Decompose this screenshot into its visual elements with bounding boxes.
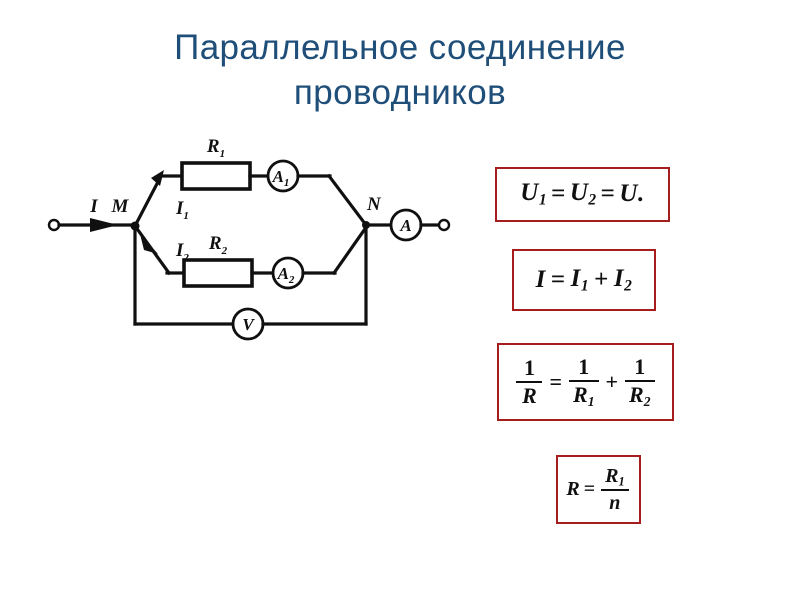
fraction-bar (625, 379, 655, 382)
i2-term: I2 (613, 264, 633, 295)
i1-term: I1 (570, 264, 590, 295)
equals-sign: = (550, 265, 566, 293)
fraction-bar (601, 489, 629, 492)
u1-subscript: 1 (538, 191, 548, 209)
denominator-r2: R2 (629, 381, 651, 409)
ammeter-a2-letter: A (277, 264, 289, 283)
voltmeter-label: V (242, 315, 255, 334)
u1-term: U1 (520, 179, 548, 209)
branch2-current-label: I2 (175, 240, 189, 264)
branch1-current-arrow (151, 170, 164, 186)
resistor-r2-letter: R (208, 233, 222, 254)
resistor-r1-subscript: 1 (220, 148, 226, 160)
resistor-r1 (180, 161, 252, 191)
fraction-one-over-r: 1 R (514, 356, 544, 408)
ammeter-a2-label: A2 (277, 264, 295, 286)
resistor-r1-label: R1 (206, 136, 225, 160)
i2-subscript: 2 (624, 277, 633, 295)
equals-sign: = (549, 368, 562, 394)
denominator-r: R (522, 382, 537, 408)
branch1-current-letter: I (175, 198, 184, 219)
plus-sign: + (605, 368, 619, 394)
node-m-label: M (111, 196, 130, 217)
branch2-join-diagonal (331, 223, 370, 276)
equals-sign-1: = (551, 180, 566, 208)
right-terminal (437, 218, 451, 232)
formula-current-equation: I = I1 + I2 (512, 249, 656, 311)
fraction-r1-over-n: R1 n (599, 465, 631, 515)
u-term: U (619, 180, 638, 208)
input-current-arrow (90, 218, 118, 232)
r1-subscript: 1 (587, 393, 595, 409)
equals-sign: = (583, 478, 596, 500)
branch2-current-letter: I (175, 240, 184, 261)
branch2-current-arrow (140, 234, 158, 254)
total-current-label: I (89, 196, 98, 217)
fraction-one-over-r2: 1 R2 (623, 355, 657, 409)
equals-sign-2: = (600, 180, 616, 208)
ammeter-a1-letter: A (272, 167, 284, 186)
formula-current-text: I = I1 + I2 (536, 265, 633, 295)
resistor-r2-subscript: 2 (221, 245, 228, 257)
resistor-r1-letter: R (206, 136, 220, 157)
numerator-1: 1 (523, 354, 535, 380)
denominator-r1: R1 (573, 381, 595, 409)
r2-subscript: 2 (643, 393, 651, 409)
branch1-diagonal-wire (132, 173, 164, 229)
i1-subscript: 1 (580, 277, 590, 295)
branch1-current-subscript: 1 (183, 210, 189, 222)
page-title: Параллельное соединение проводников (174, 28, 626, 112)
formula-voltage-text: U1 = U2 = U. (520, 179, 644, 209)
node-n-label: N (366, 194, 382, 215)
ammeter-a2-subscript: 2 (288, 274, 295, 286)
fraction-bar (516, 380, 543, 383)
fraction-one-over-r1: 1 R1 (567, 355, 601, 409)
plus-sign: + (594, 265, 609, 293)
resistor-r2 (182, 258, 254, 288)
fraction-bar (569, 379, 599, 382)
r-term: R (566, 478, 580, 500)
numerator-r1: R1 (605, 464, 625, 489)
numerator-1: 1 (578, 353, 590, 379)
parallel-circuit-diagram: R1 A1 R2 A2 (30, 130, 470, 380)
denominator-n: n (609, 492, 621, 515)
branch1-join-diagonal (326, 173, 369, 228)
formula-resistance-text: 1 R = 1 R1 + 1 R2 (514, 355, 656, 409)
ammeter-a1-label: A1 (272, 167, 290, 189)
resistor-r2-label: R2 (208, 233, 228, 257)
formula-equal-resistors-text: R = R1 n (566, 465, 630, 515)
formula-voltage-equation: U1 = U2 = U. (495, 167, 670, 222)
period: . (637, 180, 645, 208)
branch1-current-label: I1 (175, 198, 189, 222)
formula-equal-resistors-equation: R = R1 n (556, 455, 641, 524)
i-term: I (535, 265, 546, 293)
u2-subscript: 2 (588, 191, 597, 209)
numerator-1: 1 (634, 353, 646, 379)
r1-subscript: 1 (618, 474, 625, 489)
formula-resistance-equation: 1 R = 1 R1 + 1 R2 (497, 343, 674, 421)
ammeter-main-label: A (399, 216, 411, 235)
branch2-current-subscript: 2 (182, 252, 189, 264)
ammeter-a1-subscript: 1 (284, 177, 290, 189)
u2-term: U2 (569, 179, 597, 209)
